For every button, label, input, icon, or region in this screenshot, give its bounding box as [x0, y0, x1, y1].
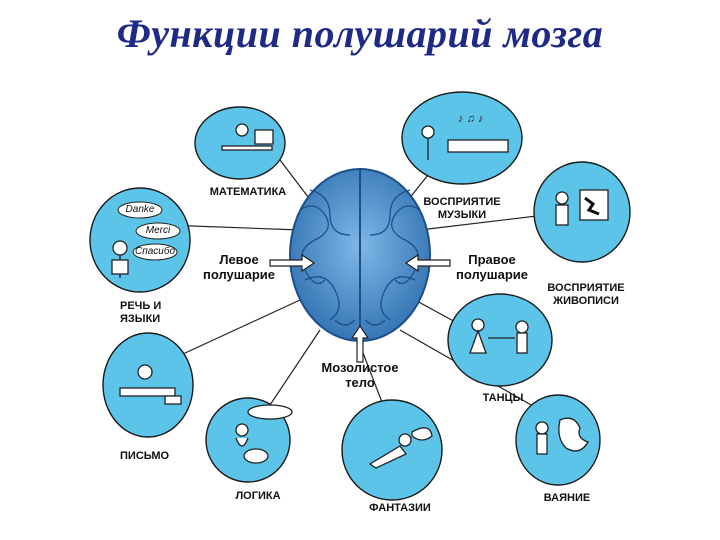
- logic-label: ЛОГИКА: [235, 490, 281, 502]
- up-arrow-icon: [350, 324, 370, 363]
- person-icon: [235, 123, 249, 137]
- speech-bubble-text: Спасибо: [134, 246, 176, 257]
- speech-bubble-text: Danke: [125, 204, 155, 215]
- sculptor-icon: [535, 421, 549, 435]
- person-icon: [421, 125, 435, 139]
- fantasy-bubble: [341, 399, 443, 501]
- music-bubble: [401, 91, 523, 185]
- fairy-icon: [398, 433, 412, 447]
- thinker-icon: [235, 423, 249, 437]
- sculpture-label: ВАЯНИЕ: [543, 492, 591, 504]
- brain-illustration: [289, 168, 431, 342]
- hemisphere-arrows: [269, 253, 451, 363]
- function-bubbles: [89, 91, 631, 501]
- speech-bubble-text: Merci: [145, 225, 171, 236]
- left-arrow-icon: [269, 253, 316, 273]
- speech-bubble-group: [117, 201, 181, 261]
- fantasy-label: ФАНТАЗИИ: [369, 502, 431, 514]
- sculpture-icon: [558, 417, 589, 452]
- person-icon: [112, 240, 128, 256]
- dance-label: ТАНЦЫ: [482, 392, 524, 404]
- page-title: Функции полушарий мозга: [116, 11, 604, 56]
- person-icon: [137, 364, 153, 380]
- writing-bubble: [102, 332, 194, 438]
- dancer-icon: [515, 320, 529, 334]
- right-arrow-icon: [404, 253, 451, 273]
- writing-label: ПИСЬМО: [120, 450, 170, 462]
- thought-cloud-icon: [247, 404, 293, 420]
- person-icon: [555, 191, 569, 205]
- dance-bubble: [447, 293, 553, 387]
- figure-sketches: ♪ ♫ ♪: [111, 113, 609, 469]
- orchestra-icon: [447, 139, 509, 153]
- math-label: МАТЕМАТИКА: [209, 186, 287, 198]
- computer-icon: [254, 129, 274, 145]
- music-note-icon: ♪ ♫ ♪: [458, 113, 483, 125]
- math-bubble: [194, 106, 286, 180]
- sculpture-bubble: [515, 394, 601, 486]
